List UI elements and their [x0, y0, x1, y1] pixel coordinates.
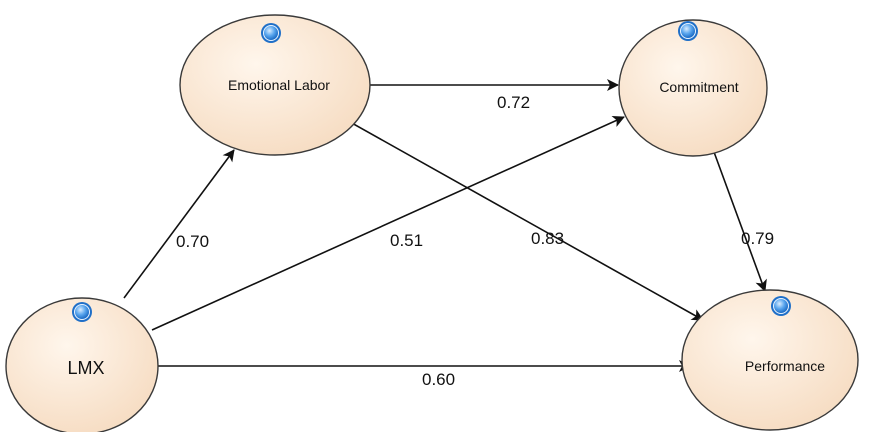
indicator-icon — [771, 296, 791, 316]
edge-labels: 0.72 0.70 0.51 0.83 0.79 0.60 — [176, 93, 774, 389]
indicator-icon — [678, 21, 698, 41]
edge-label-emotional-labor-to-commitment: 0.72 — [497, 93, 530, 112]
edge-label-lmx-to-emotional-labor: 0.70 — [176, 232, 209, 251]
edge-label-lmx-to-commitment: 0.51 — [390, 231, 423, 250]
edge-label-lmx-to-performance: 0.60 — [422, 370, 455, 389]
indicator-icon — [261, 23, 281, 43]
node-label-lmx: LMX — [67, 358, 104, 378]
node-label-emotional-labor: Emotional Labor — [228, 77, 330, 93]
node-commitment[interactable]: Commitment — [618, 19, 768, 157]
edge-emotional-labor-to-performance — [349, 121, 704, 321]
edge-commitment-to-performance — [713, 151, 767, 292]
edge-label-commitment-to-performance: 0.79 — [741, 229, 774, 248]
node-lmx[interactable]: LMX — [5, 297, 159, 432]
node-label-performance: Performance — [745, 358, 825, 374]
indicator-icon — [72, 302, 92, 322]
node-emotional-labor[interactable]: Emotional Labor — [179, 14, 371, 156]
edges — [123, 79, 767, 372]
node-performance[interactable]: Performance — [681, 289, 859, 431]
edge-label-emotional-labor-to-performance: 0.83 — [531, 229, 564, 248]
edge-lmx-to-commitment — [151, 116, 625, 331]
edge-lmx-to-emotional-labor — [123, 149, 235, 299]
node-label-commitment: Commitment — [659, 79, 738, 95]
indicator-icons — [72, 21, 791, 322]
